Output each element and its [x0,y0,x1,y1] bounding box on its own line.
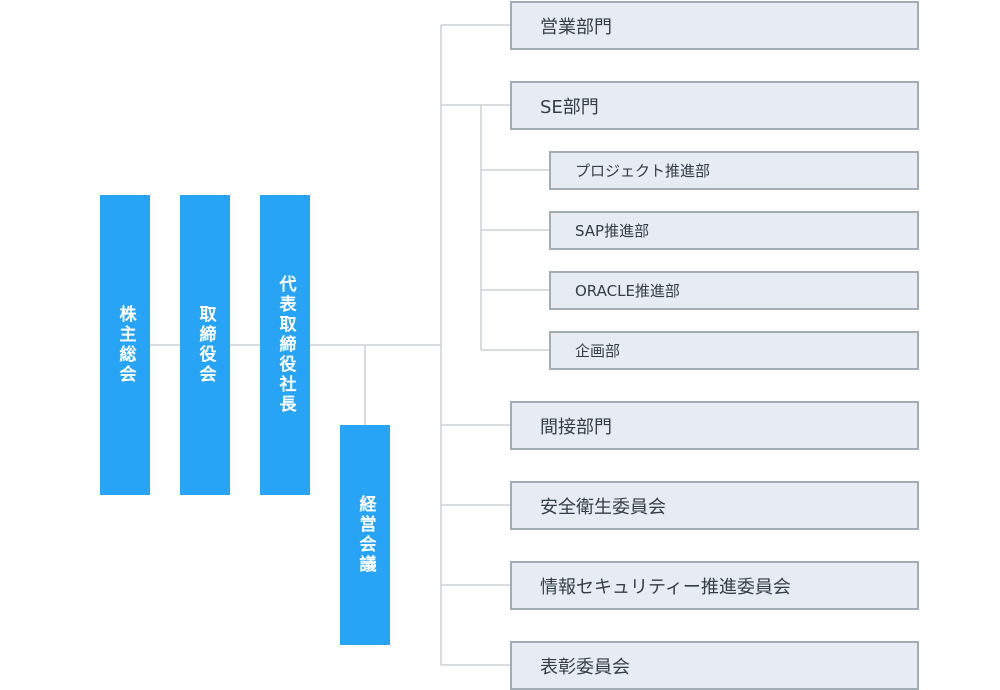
dept-infosec-committee: 情報セキュリティー推進委員会 [510,561,919,610]
dept-indirect: 間接部門 [510,401,919,450]
dept-project-promotion-label: プロジェクト推進部 [575,162,711,180]
dept-oracle-promotion: ORACLE推進部 [549,271,919,310]
board-of-directors-label: 取締役会 [195,305,216,385]
shareholders-meeting-box: 株主総会 [100,195,150,495]
board-of-directors-box: 取締役会 [180,195,230,495]
dept-sales: 営業部門 [510,1,919,50]
dept-commendation-committee-label: 表彰委員会 [540,656,630,678]
dept-sap-promotion-label: SAP推進部 [575,222,650,240]
dept-se-label: SE部門 [540,96,599,118]
management-meeting-label: 経営会議 [355,495,376,575]
dept-planning: 企画部 [549,331,919,370]
dept-oracle-promotion-label: ORACLE推進部 [575,282,680,300]
dept-sap-promotion: SAP推進部 [549,211,919,250]
dept-commendation-committee: 表彰委員会 [510,641,919,690]
dept-safety-health-committee-label: 安全衛生委員会 [540,496,666,518]
dept-planning-label: 企画部 [575,342,621,360]
dept-indirect-label: 間接部門 [540,416,612,438]
dept-sales-label: 営業部門 [540,16,612,38]
dept-safety-health-committee: 安全衛生委員会 [510,481,919,530]
dept-project-promotion: プロジェクト推進部 [549,151,919,190]
dept-infosec-committee-label: 情報セキュリティー推進委員会 [540,576,791,598]
representative-director-label: 代表取締役社長 [275,275,296,415]
management-meeting-box: 経営会議 [340,425,390,645]
dept-se: SE部門 [510,81,919,130]
shareholders-meeting-label: 株主総会 [115,305,136,385]
representative-director-box: 代表取締役社長 [260,195,310,495]
